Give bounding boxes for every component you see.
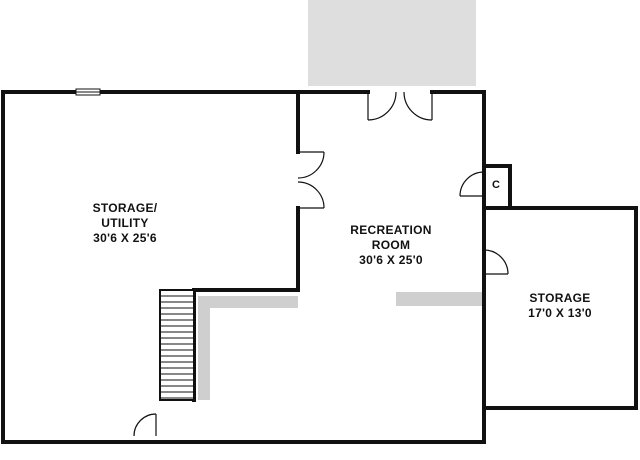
room-name-line2: UTILITY <box>101 216 149 230</box>
room-name-line2: ROOM <box>371 238 411 252</box>
room-dimensions: 30'6 X 25'6 <box>93 231 157 245</box>
shaded-partition-horizontal <box>200 296 298 308</box>
closet-door <box>459 171 485 197</box>
partition-double-door <box>297 151 325 209</box>
room-name-line1: STORAGE/ <box>92 201 158 215</box>
stairs <box>159 289 195 401</box>
room-dimensions: 30'6 X 25'0 <box>359 253 423 267</box>
storage-door <box>483 249 509 275</box>
closet-label: C <box>492 179 500 191</box>
walls <box>1 90 638 444</box>
room-name: STORAGE <box>529 291 591 305</box>
window <box>75 88 101 96</box>
room-label-recreation-room: RECREATION ROOM 30'6 X 25'0 <box>336 223 446 268</box>
double-door <box>367 91 433 121</box>
shaded-partition-vertical <box>198 296 210 400</box>
exterior-patio-shading <box>308 0 476 86</box>
stair-door <box>133 413 157 437</box>
room-label-storage-utility: STORAGE/ UTILITY 30'6 X 25'6 <box>70 201 180 246</box>
shaded-partition-recreation <box>396 292 482 306</box>
room-dimensions: 17'0 X 13'0 <box>528 306 592 320</box>
room-label-storage: STORAGE 17'0 X 13'0 <box>505 291 615 321</box>
room-name-line1: RECREATION <box>350 223 432 237</box>
